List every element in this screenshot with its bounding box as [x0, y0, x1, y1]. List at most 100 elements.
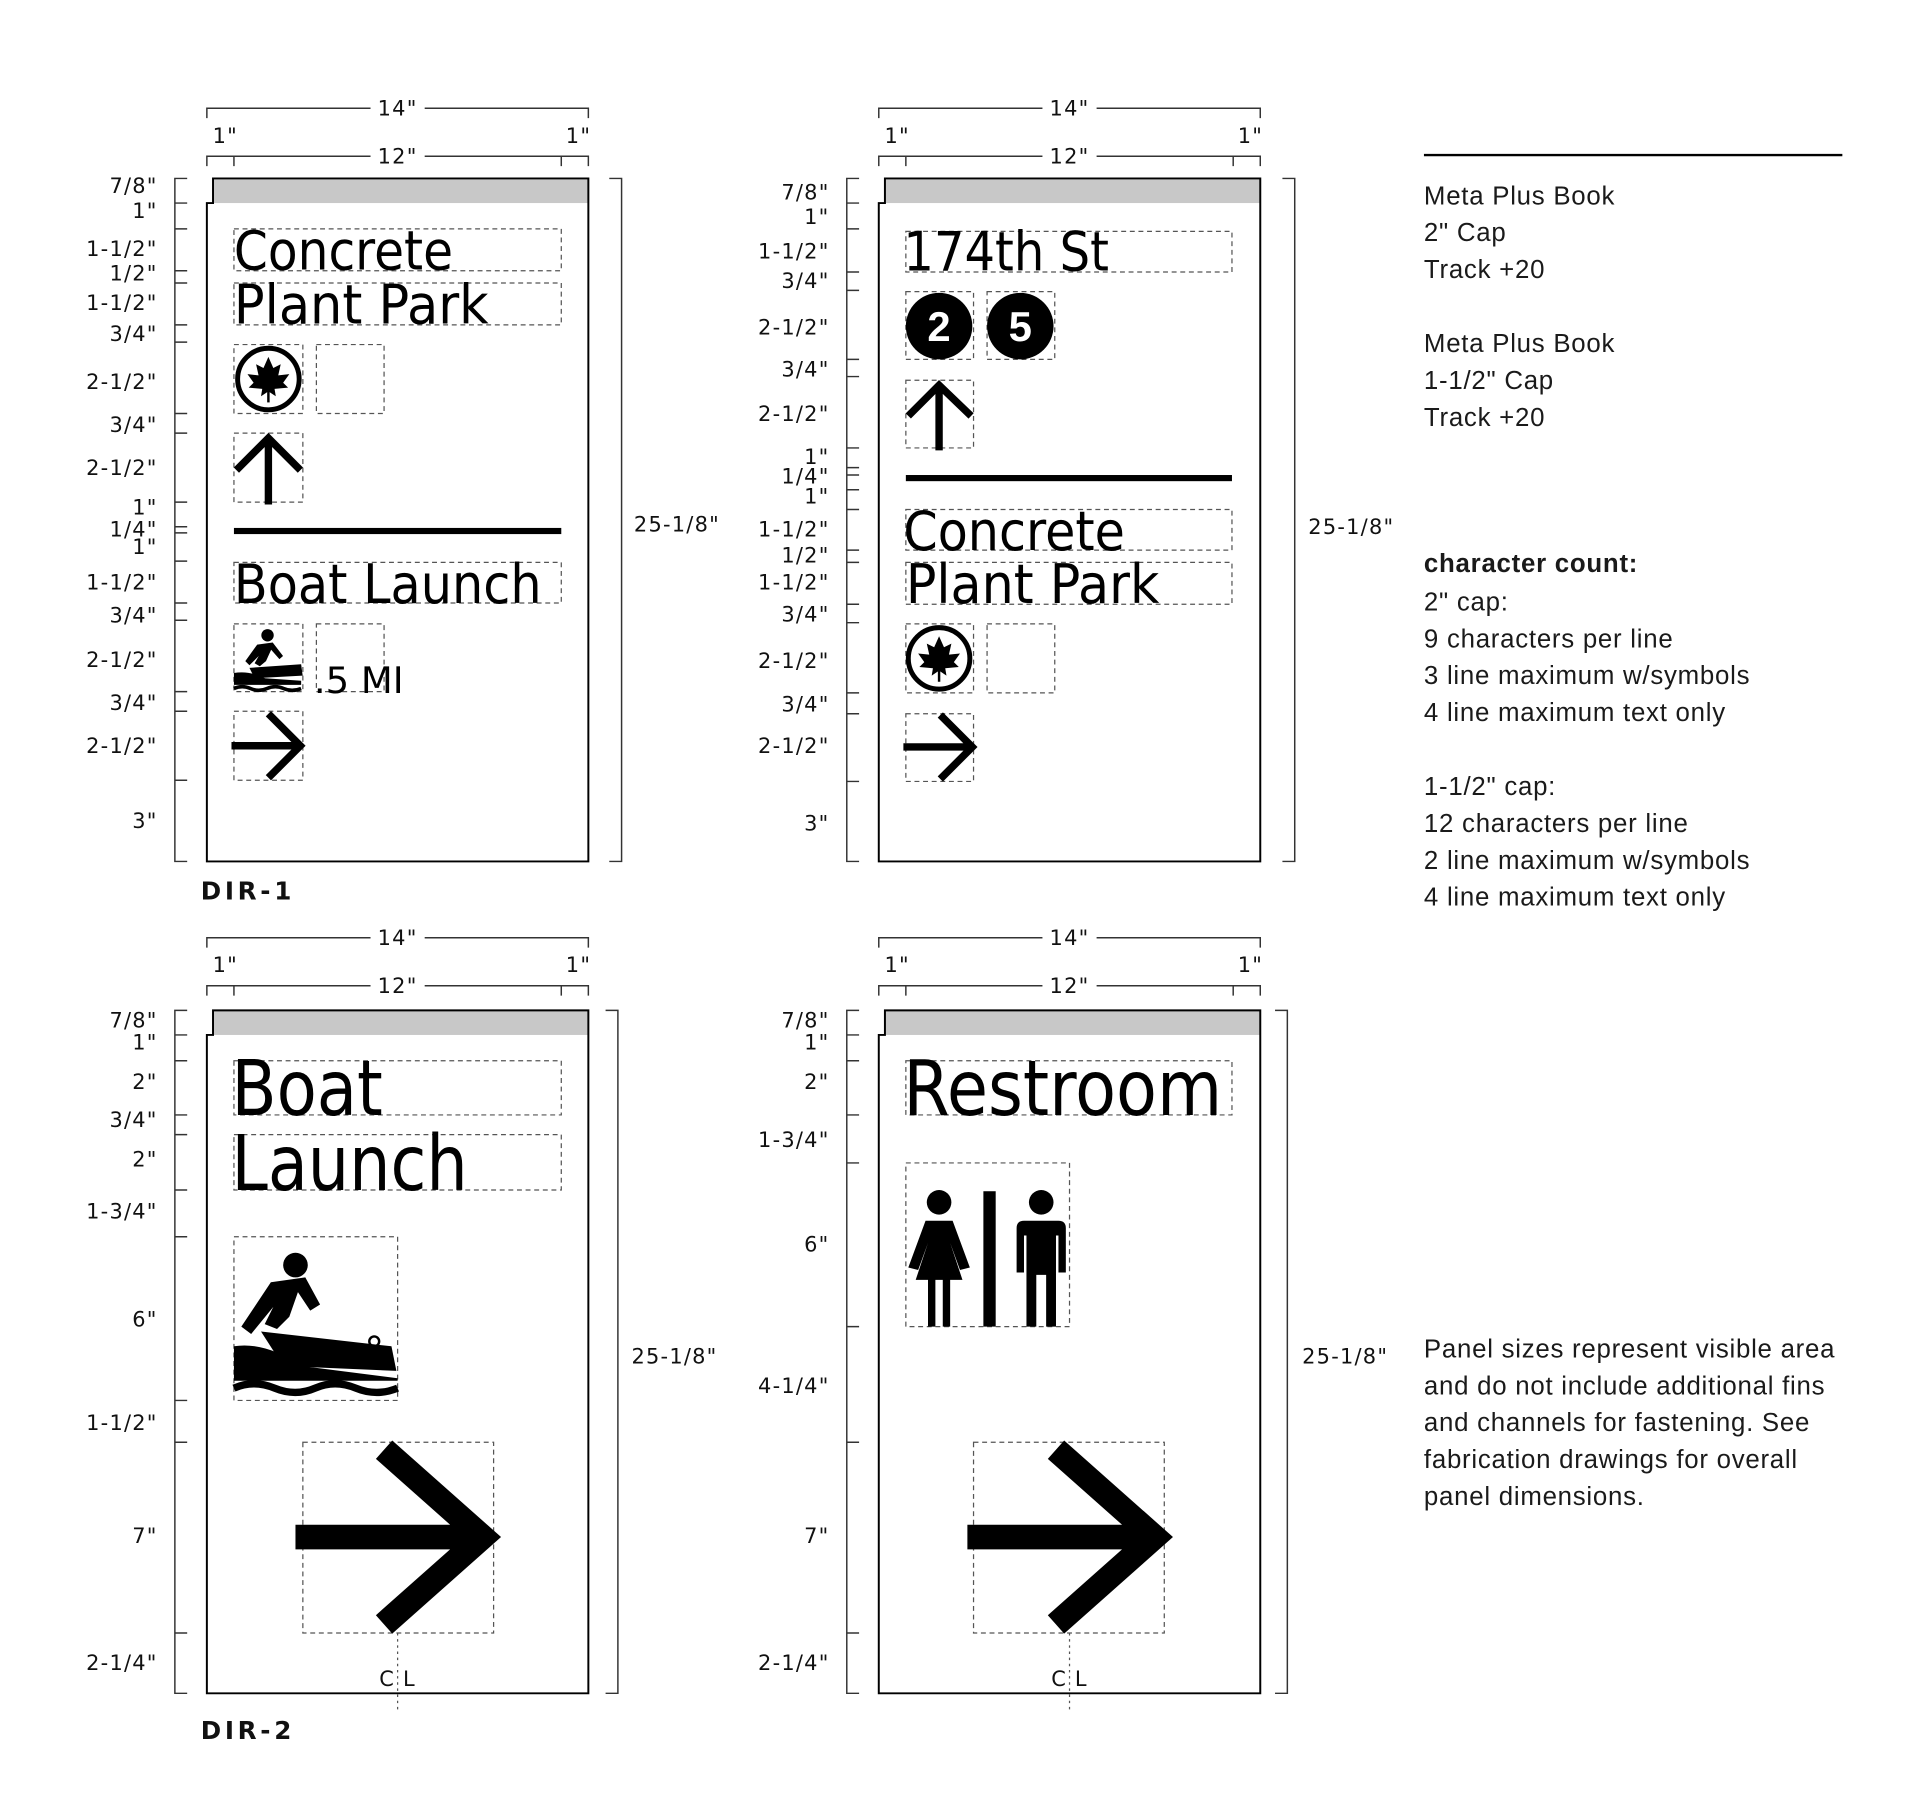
- panel-size-note: panel dimensions.: [1424, 1483, 1645, 1511]
- scale-label: 6": [132, 1308, 157, 1332]
- header-band: [884, 178, 1261, 204]
- height-label: 25-1/8": [1302, 1345, 1388, 1369]
- character-count-line: 1-1/2" cap:: [1424, 773, 1556, 801]
- typography-note: 2" Cap: [1424, 219, 1507, 247]
- panel-dir-1-content: Concrete Plant Park Boat Launch .5 MI: [201, 220, 562, 906]
- typography-note: Track +20: [1424, 404, 1545, 432]
- overall-width-label: 14": [1050, 97, 1090, 121]
- sign-panel: 14"1"1"12"7/8"1"1-1/2"3/4"2-1/2"3/4"2-1/…: [758, 95, 1394, 863]
- scale-label: 3/4": [781, 692, 829, 716]
- panel-174th-content: 174th St 2 5 Concrete Plant Park: [903, 221, 1233, 783]
- distance-label: .5 MI: [314, 659, 404, 702]
- boat-launch-icon: [233, 629, 303, 693]
- scale-label: 7/8": [781, 1009, 829, 1033]
- scale-label: 3/4": [781, 358, 829, 382]
- subway-route-bullet: 2: [905, 292, 973, 360]
- scale-label: 2-1/2": [86, 456, 158, 480]
- vertical-scale: [174, 1009, 188, 1695]
- scale-label: 3/4": [109, 322, 157, 346]
- sign-panel: 14"1"1"12"7/8"1"2"1-3/4"6"4-1/4"7"2-1/4"…: [758, 925, 1388, 1695]
- svg-text:2: 2: [927, 303, 950, 350]
- sign-panel: 14"1"1"12"7/8"1"2"3/4"2"1-3/4"6"1-1/2"7"…: [86, 925, 717, 1695]
- arrow-right-icon: [903, 712, 978, 782]
- inner-width-label: 12": [1050, 974, 1090, 998]
- scale-label: 1-1/2": [86, 1411, 158, 1435]
- scale-label: 2-1/2": [758, 402, 830, 426]
- scale-label: 7/8": [781, 180, 829, 204]
- scale-label: 1": [804, 484, 829, 508]
- nyc-parks-leaf-icon: [235, 345, 302, 413]
- scale-label: 3/4": [781, 269, 829, 293]
- scale-label: 1": [804, 1031, 829, 1055]
- scale-label: 1-3/4": [86, 1199, 158, 1223]
- restroom-icon: [908, 1190, 1066, 1327]
- margin-left-label: 1": [885, 124, 910, 148]
- sign-panel: 14"1"1"12"7/8"1"1-1/2"1/2"1-1/2"3/4"2-1/…: [86, 95, 720, 863]
- height-dimension: [1275, 1009, 1289, 1695]
- scale-label: 1/2": [781, 543, 829, 567]
- scale-label: 1": [132, 199, 157, 223]
- panel-size-note: fabrication drawings for overall: [1424, 1446, 1798, 1474]
- scale-label: 1": [132, 495, 157, 519]
- character-count-title: character count:: [1424, 550, 1638, 578]
- scale-label: 1": [132, 535, 157, 559]
- scale-label: 1-1/2": [758, 239, 830, 263]
- height-label: 25-1/8": [1308, 515, 1394, 539]
- scale-label: 2-1/2": [86, 734, 158, 758]
- scale-label: 3/4": [109, 413, 157, 437]
- sign-line: Launch: [231, 1119, 467, 1208]
- height-label: 25-1/8": [634, 513, 720, 537]
- arrow-right-icon: [967, 1440, 1173, 1634]
- arrow-up-icon: [905, 380, 974, 451]
- height-label: 25-1/8": [631, 1345, 717, 1369]
- typography-note: 1-1/2" Cap: [1424, 367, 1554, 395]
- scale-label: 1": [804, 445, 829, 469]
- sign-line: 174th St: [903, 221, 1109, 284]
- sign-line: Boat Launch: [234, 553, 542, 616]
- centerline-label: C L: [1051, 1667, 1088, 1691]
- arrow-right-icon: [231, 711, 306, 781]
- vertical-scale: [846, 177, 860, 863]
- scale-label: 2-1/4": [758, 1651, 830, 1675]
- sign-line: Plant Park: [906, 553, 1160, 616]
- boat-launch-icon: [232, 1252, 400, 1397]
- scale-label: 2-1/4": [86, 1651, 158, 1675]
- scale-label: 3": [804, 812, 829, 836]
- panels: 14"1"1"12"7/8"1"1-1/2"1/2"1-1/2"3/4"2-1/…: [86, 95, 1394, 1695]
- panel-outline: [205, 1009, 590, 1695]
- margin-left-label: 1": [213, 953, 238, 977]
- panel-dir-2-content: Boat Launch C L DIR-2: [201, 1044, 562, 1745]
- scale-label: 2": [132, 1148, 157, 1172]
- arrow-right-icon: [295, 1440, 502, 1634]
- scale-label: 7": [804, 1524, 829, 1548]
- divider-rule: [233, 527, 562, 535]
- scale-label: 6": [804, 1233, 829, 1257]
- overall-width-label: 14": [378, 97, 418, 121]
- svg-text:5: 5: [1009, 303, 1032, 350]
- scale-label: 1/4": [781, 465, 829, 489]
- scale-label: 2-1/2": [86, 648, 158, 672]
- panel-outline: [205, 177, 590, 863]
- margin-right-label: 1": [1238, 124, 1263, 148]
- vertical-scale: [846, 1009, 860, 1695]
- divider-rule: [905, 475, 1232, 482]
- vertical-scale: [174, 177, 188, 863]
- header-band: [213, 1010, 589, 1035]
- panel-restroom-content: Restroom C L: [903, 1044, 1233, 1714]
- scale-label: 1-1/2": [758, 570, 830, 594]
- scale-label: 1-1/2": [86, 291, 158, 315]
- scale-label: 4-1/4": [758, 1374, 830, 1398]
- scale-label: 7/8": [109, 174, 157, 198]
- scale-label: 3/4": [781, 602, 829, 626]
- scale-label: 2-1/2": [758, 316, 830, 340]
- typography-note: Meta Plus Book: [1424, 182, 1615, 210]
- sign-line: Restroom: [903, 1044, 1222, 1133]
- scale-label: 1-3/4": [758, 1128, 830, 1152]
- scale-label: 1-1/2": [758, 518, 830, 542]
- character-count-line: 2" cap:: [1424, 588, 1509, 616]
- scale-label: 3/4": [109, 1108, 157, 1132]
- inner-width-label: 12": [378, 145, 418, 169]
- height-dimension: [609, 177, 623, 863]
- arrow-up-icon: [233, 432, 304, 505]
